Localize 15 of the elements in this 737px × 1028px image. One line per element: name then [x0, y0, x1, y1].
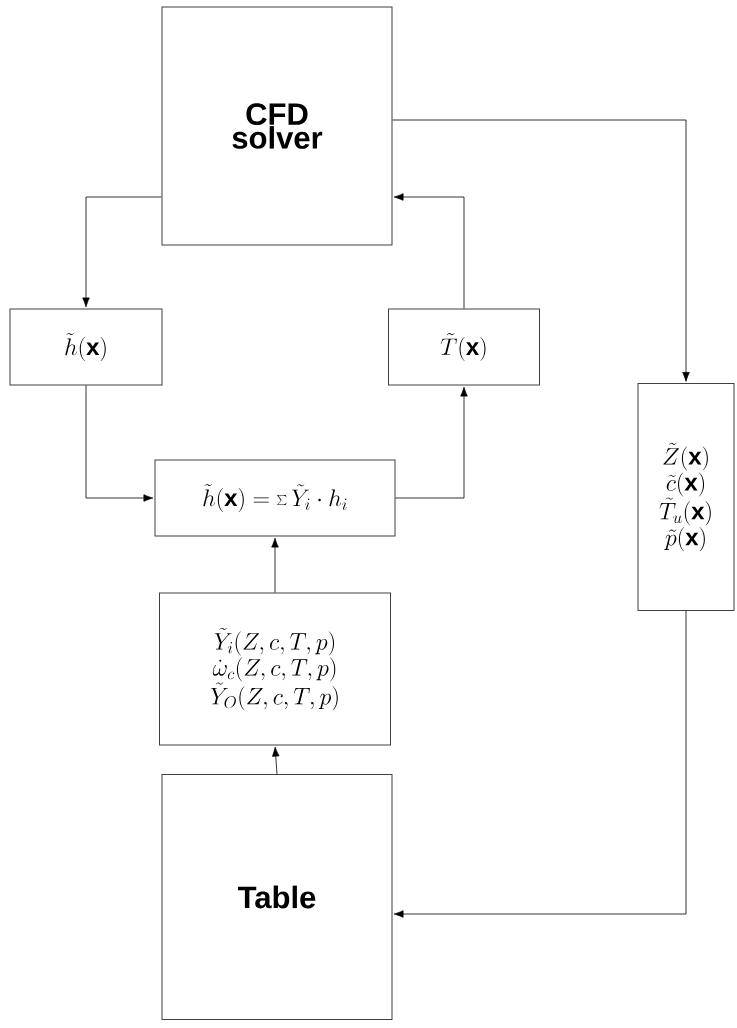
formula-box: $\tilde{T}(\mathbf{x})$ — [388, 308, 540, 386]
arrow — [393, 193, 465, 309]
formula-box: $\tilde{Y}_i(Z,c,T,p)$ $\dot{\omega}_c(Z,c,T,p)$ $\tilde{Y}_O(Z,c,T,p)$ — [159, 592, 391, 746]
arrow — [272, 746, 280, 775]
arrow — [271, 537, 279, 593]
process-box: CFD solver — [161, 6, 393, 246]
arrow — [393, 610, 687, 918]
arrow — [85, 385, 154, 502]
formula-box: $\tilde{h}(\mathbf{x}) = \sum \tilde{Y}_i \cdot h_i$ — [154, 459, 396, 537]
formula-box: $\tilde{h}(\mathbf{x})$ — [9, 308, 163, 386]
arrow — [82, 196, 162, 308]
arrow — [395, 386, 468, 499]
arrow — [392, 119, 690, 382]
process-box: Table — [161, 774, 393, 1020]
formula-box: $\tilde{Z}(\mathbf{x})$ $\tilde{c}(\mathbf{x})$ $\tilde{T}_u(\mathbf{x})$ $\tilde{p}(\mathbf{x})$ — [637, 383, 735, 611]
